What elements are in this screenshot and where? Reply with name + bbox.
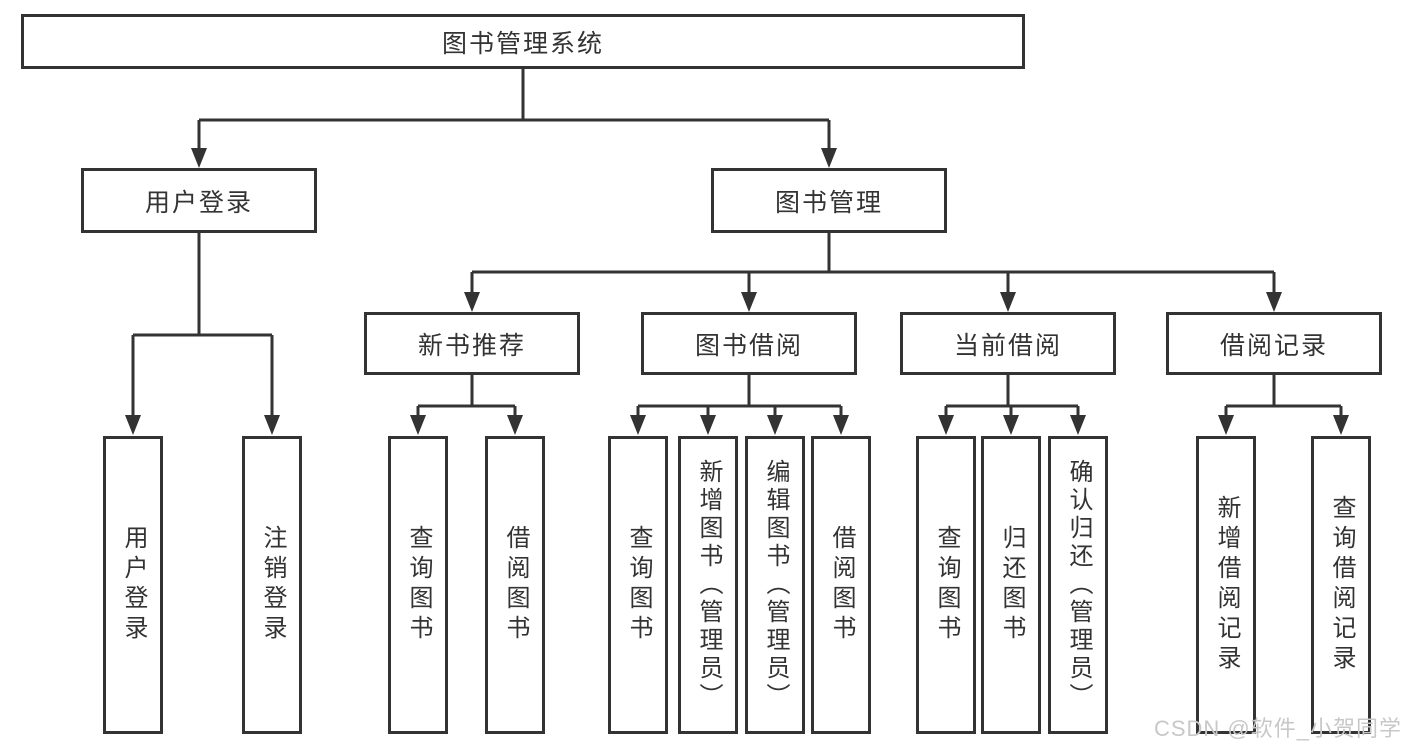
arrowhead-icon [833,415,849,435]
leaf-query-books: 查询图书 [608,436,668,734]
arrowhead-icon [821,148,837,168]
arrowhead-icon [1266,292,1282,312]
leaf-add-borrow-record: 新增借阅记录 [1196,436,1256,734]
arrowhead-icon [264,415,280,435]
node-library-management-system: 图书管理系统 [21,14,1025,69]
arrowhead-icon [630,415,646,435]
arrowhead-icon [1333,415,1349,435]
arrowhead-icon [1218,415,1234,435]
node-user-login: 用户登录 [81,168,317,233]
node-current-borrowing: 当前借阅 [900,312,1116,375]
arrowhead-icon [464,292,480,312]
arrowhead-icon [1070,415,1086,435]
arrowhead-icon [507,415,523,435]
leaf-borrow-books: 借阅图书 [811,436,871,734]
leaf-borrow-books: 借阅图书 [485,436,545,734]
arrowhead-icon [410,415,426,435]
arrowhead-icon [125,415,141,435]
leaf-query-borrow-record: 查询借阅记录 [1311,436,1371,734]
leaf-logout: 注销登录 [242,436,302,734]
leaf-query-books: 查询图书 [388,436,448,734]
node-book-borrowing: 图书借阅 [641,312,857,375]
node-new-book-recommendation: 新书推荐 [364,312,580,375]
leaf-confirm-return-admin: 确认归还（管理员） [1048,436,1108,734]
arrowhead-icon [741,292,757,312]
leaf-user-login: 用户登录 [103,436,163,734]
csdn-watermark: CSDN @软件_小贺同学 [1153,716,1402,741]
arrowhead-icon [191,148,207,168]
arrowhead-icon [767,415,783,435]
leaf-edit-books-admin: 编辑图书（管理员） [745,436,805,734]
arrowhead-icon [938,415,954,435]
arrowhead-icon [1000,292,1016,312]
leaf-return-books: 归还图书 [981,436,1041,734]
arrowhead-icon [700,415,716,435]
leaf-add-books-admin: 新增图书（管理员） [678,436,738,734]
arrowhead-icon [1003,415,1019,435]
leaf-query-books: 查询图书 [916,436,976,734]
node-borrowing-records: 借阅记录 [1166,312,1382,375]
node-book-management: 图书管理 [711,168,947,233]
